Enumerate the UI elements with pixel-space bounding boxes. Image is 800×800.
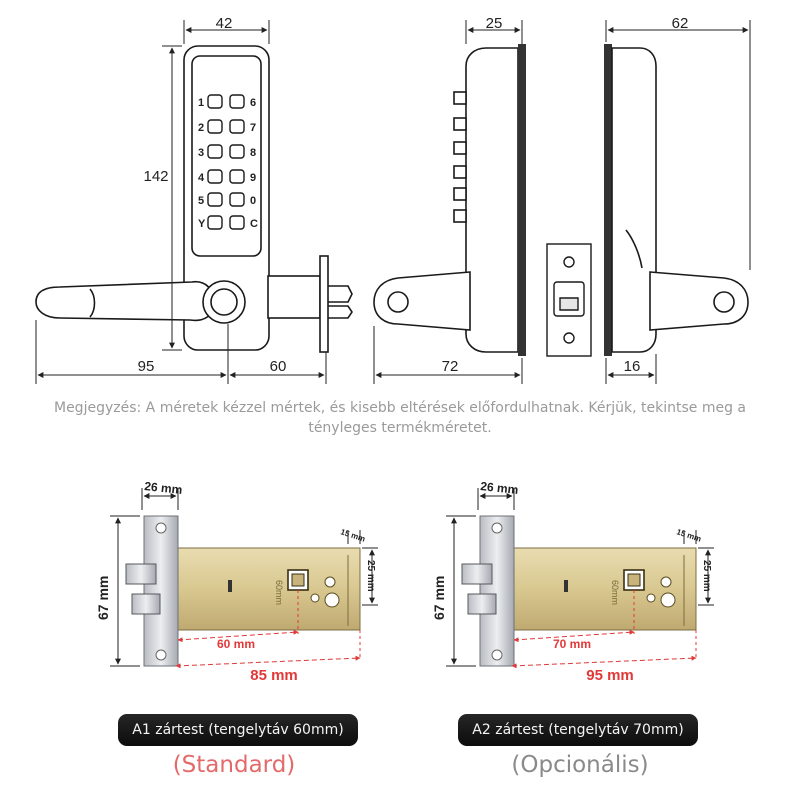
latch-a2-dim-lines (446, 488, 714, 669)
dim-72: 72 (442, 358, 459, 375)
latch-a2-backset: 70 mm (553, 637, 591, 651)
dim-62: 62 (672, 15, 689, 32)
latch-a1-backset: 60 mm (217, 637, 255, 651)
latch-a1-dim-lines (110, 488, 378, 669)
latch-a1-dim-67: 67 mm (95, 576, 111, 620)
latch-a1-label: A1 zártest (tengelytáv 60mm) (118, 714, 358, 746)
front-dim-lines (35, 20, 327, 384)
dim-60: 60 (270, 358, 287, 375)
latch-a2-dim-15: 15 mm (675, 527, 702, 543)
latch-a1-dim-26: 26 mm (144, 479, 183, 497)
latch-body-mark: 60mm (610, 580, 620, 605)
right-lever-handle (649, 271, 749, 331)
latch-diagram-a2: 60mm (461, 515, 697, 667)
side-body (465, 47, 519, 353)
latch-body-mark: 60mm (274, 580, 284, 605)
dim-95: 95 (138, 358, 155, 375)
latch-a1-total: 85 mm (250, 667, 298, 684)
latch-a2-dim-67: 67 mm (431, 576, 447, 620)
side-view-right (604, 44, 749, 356)
dim-16: 16 (624, 358, 641, 375)
right-dim-lines (605, 20, 751, 384)
side-lever-handle (373, 271, 471, 331)
mid-dim-lines (373, 20, 523, 384)
key-label-left: 4 (198, 172, 205, 184)
key-label-right: 7 (250, 122, 256, 134)
key-label-right: C (250, 218, 258, 230)
dim-25: 25 (486, 15, 503, 32)
latch-a2-dim-25: 25 mm (701, 560, 712, 592)
key-labels: 1 2 3 4 5 Y 6 7 8 9 0 C (198, 97, 258, 230)
key-label-left: 3 (198, 147, 204, 159)
latch-a2-label: A2 zártest (tengelytáv 70mm) (458, 714, 698, 746)
key-label-left: 1 (198, 97, 204, 109)
latch-a2-total: 95 mm (586, 667, 634, 684)
strike-plate (546, 243, 592, 357)
key-label-left: Y (198, 218, 206, 230)
latch-a2-dim-26: 26 mm (480, 479, 519, 497)
key-label-right: 0 (250, 195, 256, 207)
latch-a1-dim-15: 15 mm (339, 527, 366, 543)
dim-42: 42 (216, 15, 233, 32)
right-body (611, 47, 657, 353)
key-label-right: 8 (250, 147, 256, 159)
front-view (35, 45, 353, 353)
optional-tag: (Opcionális) (511, 752, 649, 778)
key-label-left: 2 (198, 122, 204, 134)
dim-142: 142 (143, 168, 168, 185)
key-label-left: 5 (198, 195, 204, 207)
keypad-body (183, 45, 270, 351)
keypad-keys (207, 94, 245, 230)
latch-diagram-a1: 60mm (125, 515, 361, 667)
front-lever-handle (35, 280, 215, 322)
key-label-right: 9 (250, 172, 256, 184)
standard-tag: (Standard) (172, 752, 296, 778)
measurement-note: Megjegyzés: A méretek kézzel mértek, és … (53, 400, 746, 436)
side-view-middle (373, 44, 526, 356)
key-label-right: 6 (250, 97, 256, 109)
latch-a1-dim-25: 25 mm (365, 560, 376, 592)
